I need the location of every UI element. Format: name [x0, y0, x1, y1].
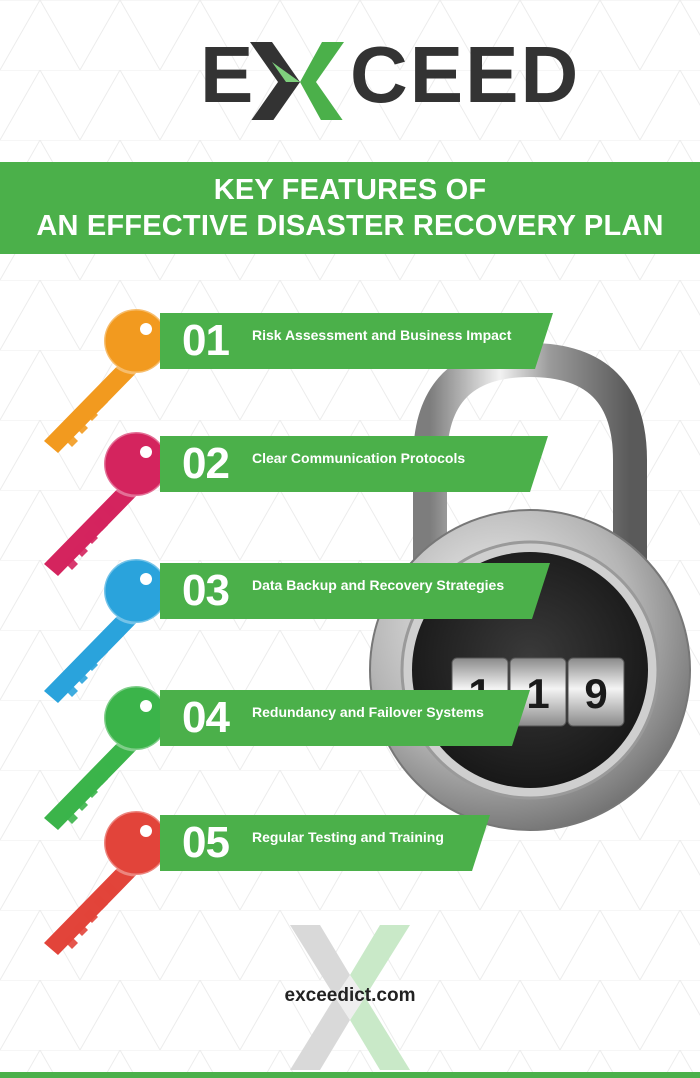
title-line-2: AN EFFECTIVE DISASTER RECOVERY PLAN: [36, 210, 664, 242]
feature-ribbon-03: 03 Data Backup and Recovery Strategies: [160, 563, 550, 619]
feature-label: Risk Assessment and Business Impact: [252, 327, 512, 343]
feature-number: 03: [182, 566, 229, 615]
title-line-1: KEY FEATURES OF: [213, 174, 487, 206]
feature-ribbon-05: 05 Regular Testing and Training: [160, 815, 490, 871]
feature-number: 05: [182, 818, 229, 867]
key-icon-02: [44, 430, 170, 576]
feature-number: 04: [182, 693, 229, 742]
key-icon-05: [44, 809, 170, 955]
feature-ribbon-04: 04 Redundancy and Failover Systems: [160, 690, 530, 746]
watermark-x-icon: [290, 925, 410, 1070]
website-url[interactable]: exceedict.com: [284, 985, 416, 1006]
logo-x-mark: [250, 42, 344, 120]
feature-label: Redundancy and Failover Systems: [252, 704, 484, 720]
key-icon-03: [44, 557, 170, 703]
key-icon-01: [44, 307, 170, 453]
title-banner: KEY FEATURES OF AN EFFECTIVE DISASTER RE…: [0, 162, 700, 254]
feature-ribbon-02: 02 Clear Communication Protocols: [160, 436, 548, 492]
feature-label: Regular Testing and Training: [252, 829, 444, 845]
feature-label: Clear Communication Protocols: [252, 450, 466, 466]
bottom-accent-bar: [0, 1072, 700, 1078]
feature-label: Data Backup and Recovery Strategies: [252, 577, 505, 593]
dial-digit-2: 1: [526, 670, 549, 717]
exceed-logo: E CEED: [200, 30, 580, 120]
dial-digit-3: 9: [584, 670, 607, 717]
key-icon-04: [44, 684, 170, 830]
feature-number: 02: [182, 439, 229, 488]
feature-ribbon-01: 01 Risk Assessment and Business Impact: [160, 313, 553, 369]
feature-number: 01: [182, 316, 229, 365]
svg-text:E: E: [200, 30, 255, 119]
svg-text:CEED: CEED: [350, 30, 580, 119]
